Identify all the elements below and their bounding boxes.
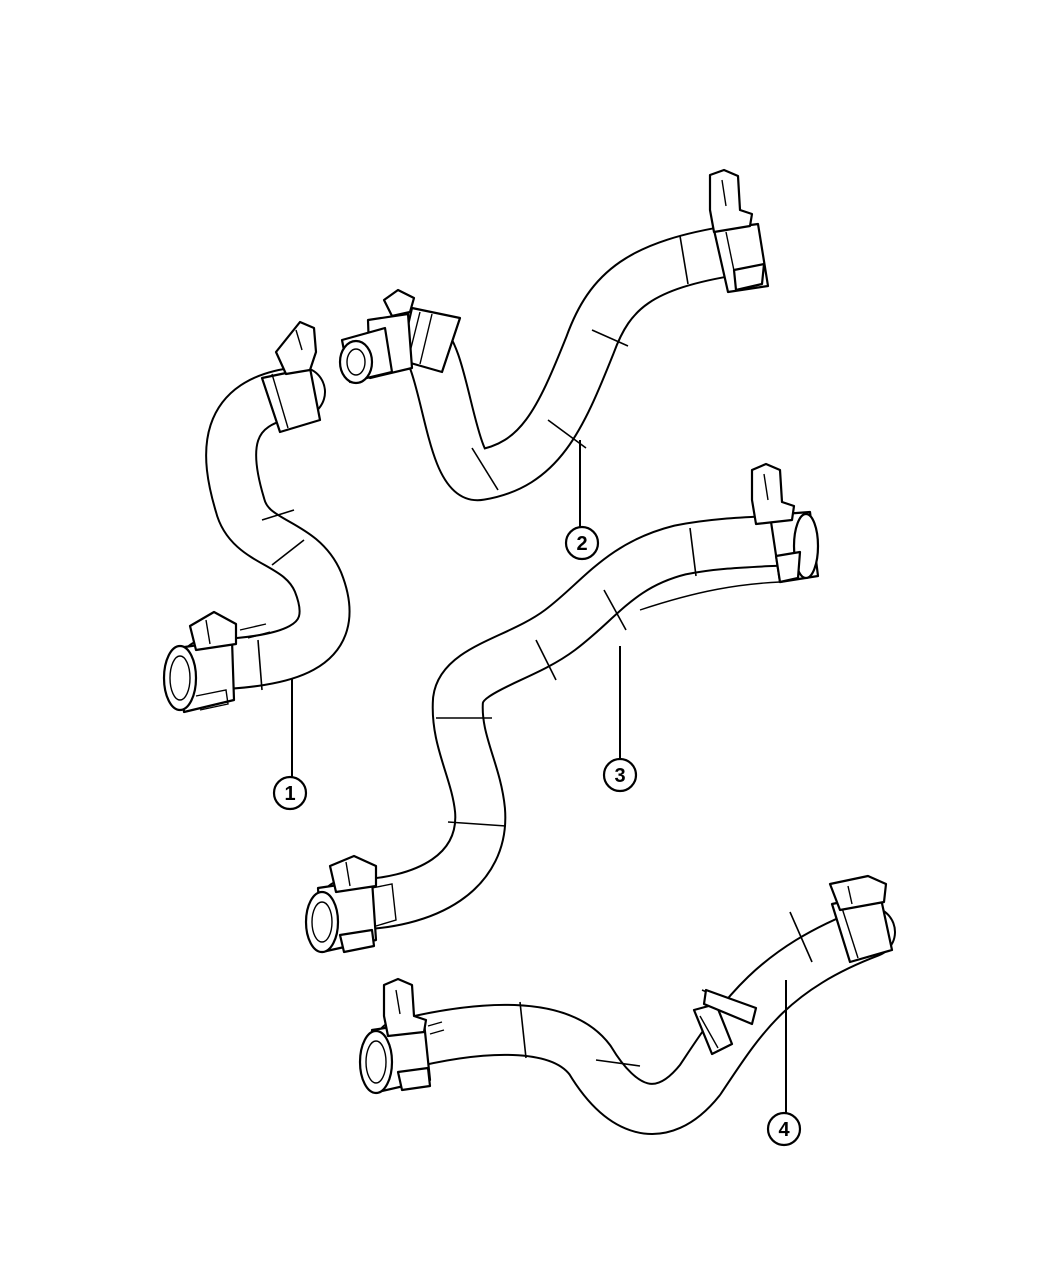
hose-2-left-fitting [338, 288, 462, 385]
hose-2-right-connector [708, 168, 770, 294]
hose-4-left-connector [358, 977, 445, 1095]
callout-1: 1 [272, 678, 308, 811]
hose-1-upper-connector [260, 320, 322, 434]
hose-3-upper-connector [750, 462, 820, 584]
hose-3-lower-connector [304, 854, 397, 954]
hose-4-right-connector [828, 874, 894, 964]
callout-4-circle [766, 1111, 802, 1147]
hose-2 [338, 168, 770, 501]
hose-1 [162, 320, 351, 714]
callout-3: 3 [602, 646, 638, 793]
hose-1-lower-connector [162, 610, 238, 714]
callout-4-label: 4 [778, 1119, 790, 1141]
hose-4 [358, 874, 896, 1135]
callout-1-circle [272, 775, 308, 811]
callout-3-circle [602, 757, 638, 793]
callout-2: 2 [564, 440, 600, 561]
hose-3 [304, 462, 820, 954]
callout-1-label: 1 [284, 783, 295, 805]
callout-3-label: 3 [614, 765, 625, 787]
callout-4: 4 [766, 980, 802, 1147]
callout-2-circle [564, 525, 600, 561]
callout-2-label: 2 [576, 533, 587, 555]
hose-4-mid-clamp [692, 988, 758, 1056]
